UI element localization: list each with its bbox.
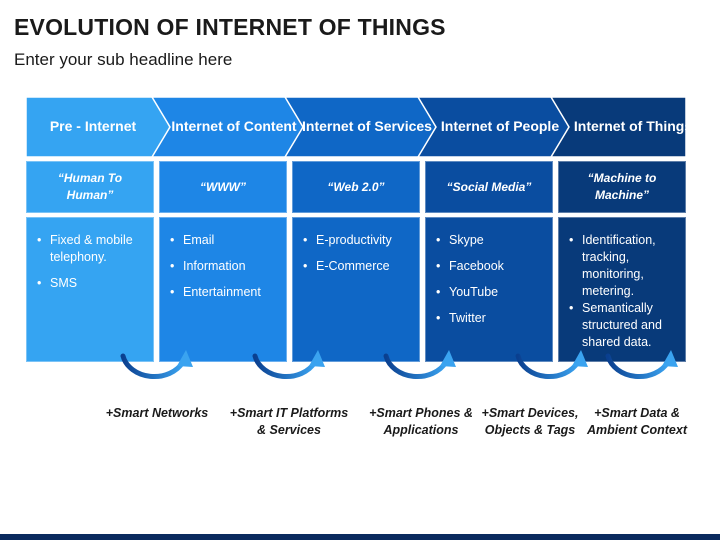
stage-quote: “Social Media” — [425, 161, 553, 213]
stage-item: E-productivity — [301, 232, 413, 249]
stage-column: Pre - Internet “Human To Human” Fixed & … — [25, 96, 171, 362]
loop-arrow-head — [662, 350, 678, 367]
stage-label: Internet of Content — [171, 118, 297, 135]
transition-caption: +Smart Networks — [105, 406, 209, 420]
transition-caption: +Smart IT Platforms & Services — [229, 406, 349, 437]
loop-arrow-path — [515, 353, 581, 379]
stage-column: Internet of Things “Machine to Machine” … — [549, 96, 692, 362]
footer-bar — [0, 534, 720, 540]
stage-quote: “WWW” — [159, 161, 287, 213]
stage-label: Internet of Things — [573, 118, 693, 135]
stage-item-list: Fixed & mobile telephony. SMS — [26, 217, 154, 362]
stage-label: Pre - Internet — [49, 118, 137, 135]
stage-item-list: Email Information Entertainment — [159, 217, 287, 362]
stage-item: Information — [168, 258, 280, 275]
stage-item: Facebook — [434, 258, 546, 275]
stage-item: YouTube — [434, 284, 546, 301]
stage-item-list: E-productivity E-Commerce — [292, 217, 420, 362]
stage-quote: “Web 2.0” — [292, 161, 420, 213]
stage-label: Internet of People — [440, 118, 560, 135]
transition-caption: +Smart Data & Ambient Context — [587, 406, 687, 437]
loop-arrow-head — [309, 350, 325, 367]
loop-arrow-icon — [383, 350, 456, 379]
stage-chevron — [549, 96, 687, 158]
loop-arrow-path — [252, 353, 318, 379]
stage-item: Twitter — [434, 310, 546, 327]
evolution-diagram: Pre - Internet “Human To Human” Fixed & … — [25, 96, 692, 362]
loop-arrow-head — [440, 350, 456, 367]
stage-item-list: Identification, tracking, monitoring, me… — [558, 217, 686, 362]
stage-quote: “Human To Human” — [26, 161, 154, 213]
loop-arrow-icon — [605, 350, 678, 379]
stage-item: Fixed & mobile telephony. — [35, 232, 147, 266]
stage-column: Internet of Content “WWW” Email Informat… — [150, 96, 304, 362]
page-title: EVOLUTION OF INTERNET OF THINGS — [14, 14, 446, 40]
loop-arrow-path — [605, 353, 671, 379]
stage-item: Email — [168, 232, 280, 249]
stage-label: Internet of Services — [302, 118, 432, 135]
loop-arrow-path — [383, 353, 449, 379]
stage-quote: “Machine to Machine” — [558, 161, 686, 213]
transition-caption: +Smart Phones & Applications — [369, 406, 473, 437]
loop-arrow-icon — [252, 350, 325, 379]
transition-loops — [120, 350, 678, 379]
stage-column: Internet of Services “Web 2.0” E-product… — [283, 96, 437, 362]
stage-chevron-shape — [549, 96, 687, 158]
stage-item: SMS — [35, 275, 147, 292]
loop-arrow-path — [120, 353, 186, 379]
page-subtitle: Enter your sub headline here — [14, 50, 233, 69]
stage-item: E-Commerce — [301, 258, 413, 275]
loop-arrow-icon — [120, 350, 193, 379]
stage-column: Internet of People “Social Media” Skype … — [416, 96, 570, 362]
stage-item: Entertainment — [168, 284, 280, 301]
stage-item: Semantically structured and shared data. — [567, 300, 679, 351]
loop-arrow-head — [572, 350, 588, 367]
loop-arrow-icon — [515, 350, 588, 379]
stage-item-list: Skype Facebook YouTube Twitter — [425, 217, 553, 362]
transition-caption: +Smart Devices, Objects & Tags — [481, 406, 579, 437]
stage-item: Identification, tracking, monitoring, me… — [567, 232, 679, 300]
stage-item: Skype — [434, 232, 546, 249]
loop-arrow-head — [177, 350, 193, 367]
